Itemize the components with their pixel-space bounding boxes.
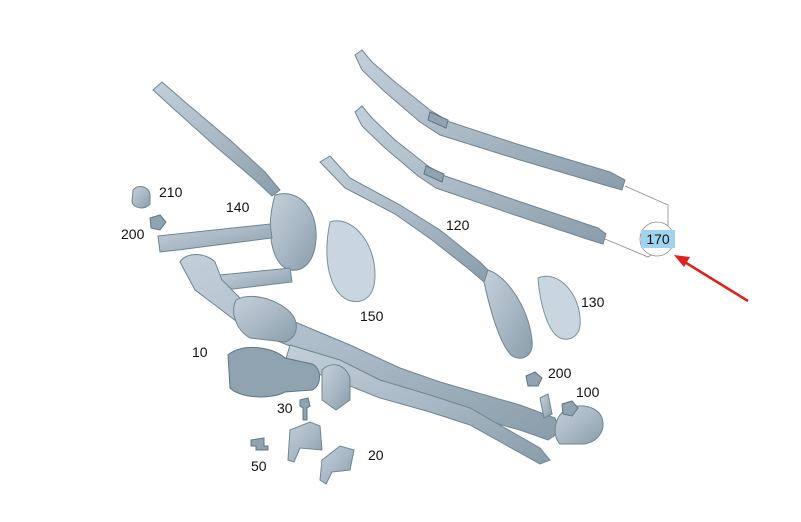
arm-cover-150[interactable] <box>326 220 376 302</box>
highlight-arrow <box>674 255 749 303</box>
callout-20: 20 <box>368 447 384 463</box>
wiper-arm-left[interactable] <box>152 81 317 291</box>
wiper-arm-right[interactable] <box>319 155 533 359</box>
callout-200-right: 200 <box>548 365 572 381</box>
bolt-50[interactable] <box>250 437 269 451</box>
arm-cover-130[interactable] <box>537 275 581 340</box>
callout-170: 170 <box>646 231 670 247</box>
wiper-blade-upper[interactable] <box>354 49 626 191</box>
wiper-linkage-10[interactable] <box>179 254 604 465</box>
callout-210: 210 <box>159 184 183 200</box>
bolt-30[interactable] <box>299 397 311 421</box>
callout-30: 30 <box>277 400 293 416</box>
bracket-20b[interactable] <box>319 445 355 485</box>
nut-100[interactable] <box>561 400 579 417</box>
callout-200-left: 200 <box>121 226 145 242</box>
callout-130: 130 <box>581 294 605 310</box>
callout-100: 100 <box>576 384 600 400</box>
callout-120: 120 <box>446 217 470 233</box>
callout-140: 140 <box>226 199 250 215</box>
callout-150: 150 <box>360 308 384 324</box>
nut-200-left[interactable] <box>149 214 167 231</box>
callout-170-group[interactable]: 170 <box>639 221 675 257</box>
nut-200-right[interactable] <box>525 371 543 387</box>
bracket-20a[interactable] <box>287 421 323 463</box>
cap-210[interactable] <box>131 186 151 209</box>
wiper-blade-lower[interactable] <box>354 105 607 245</box>
callout-50: 50 <box>251 458 267 474</box>
callout-10: 10 <box>192 344 208 360</box>
